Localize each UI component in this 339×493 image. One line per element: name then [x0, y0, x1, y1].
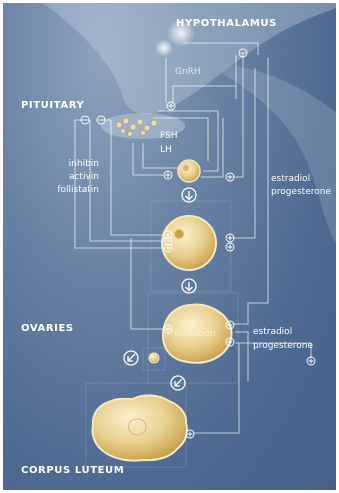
progesterone-bottom-label: progesterone: [253, 340, 313, 352]
arrow-down-icon: [182, 188, 196, 202]
mature-follicle: [162, 216, 216, 270]
arrow-down-left-icon: [124, 351, 138, 365]
estradiol-bottom-label: estradiol: [253, 326, 292, 338]
ovaries-label: OVARIES: [21, 323, 74, 334]
gnrh-glow: [155, 39, 173, 57]
endocrine-diagram: HYPOTHALAMUS GnRH PITUITARY FSH LH inhib…: [3, 3, 336, 490]
activin-label: activin: [43, 171, 99, 183]
corpus-luteum: [92, 395, 187, 460]
follistatin-label: follistatin: [23, 184, 99, 196]
gnrh-label: GnRH: [175, 66, 201, 78]
lh-label: LH: [160, 144, 172, 156]
ovulation-label: ovulation: [174, 328, 216, 340]
estradiol-top-label: estradiol: [271, 173, 310, 185]
progesterone-top-label: progesterone: [271, 186, 331, 198]
released-oocyte: [149, 353, 159, 363]
hypothalamus-label: HYPOTHALAMUS: [176, 18, 277, 29]
arrow-down-icon: [182, 279, 196, 293]
pituitary-label: PITUITARY: [21, 100, 84, 111]
inhibin-label: inhibin: [43, 158, 99, 170]
corpus-luteum-label: CORPUS LUTEUM: [21, 465, 124, 476]
small-follicle: [178, 160, 200, 182]
fsh-label: FSH: [160, 130, 178, 142]
diagram-canvas: [3, 3, 336, 490]
